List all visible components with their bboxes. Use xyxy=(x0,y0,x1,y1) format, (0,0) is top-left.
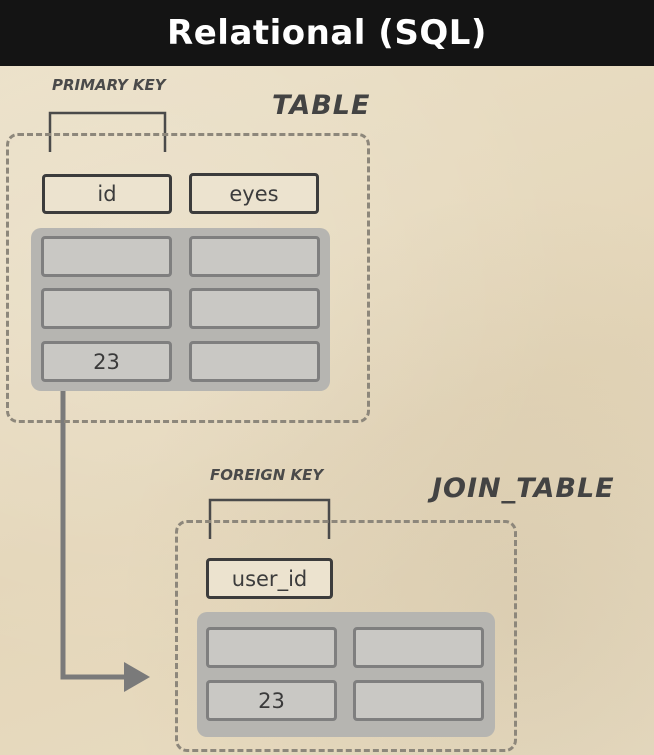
table-boundary xyxy=(6,133,370,423)
foreign-key-bracket xyxy=(208,498,331,539)
table-row-1-col-id xyxy=(41,236,172,277)
join-table-boundary xyxy=(175,520,517,752)
title-bar: Relational (SQL) xyxy=(0,0,654,66)
join-table-name-label: JOIN_TABLE xyxy=(432,473,615,504)
relation-arrowhead xyxy=(124,662,150,692)
relation-arrow-line xyxy=(60,384,128,680)
page-title: Relational (SQL) xyxy=(167,13,487,53)
table-row-1-col-eyes xyxy=(189,236,320,277)
foreign-key-label: FOREIGN KEY xyxy=(210,466,324,484)
join-row-1-col-user-id xyxy=(206,627,337,668)
column-header-id: id xyxy=(42,174,172,214)
table-row-2-col-eyes xyxy=(189,288,320,329)
join-row-1-col-2 xyxy=(353,627,484,668)
primary-key-label: PRIMARY KEY xyxy=(52,76,166,94)
column-header-user-id: user_id xyxy=(206,558,333,599)
join-row-2-col-user-id: 23 xyxy=(206,680,337,721)
primary-key-bracket xyxy=(48,111,167,152)
table-row-3-col-id: 23 xyxy=(41,341,172,382)
join-row-2-col-2 xyxy=(353,680,484,721)
column-header-eyes: eyes xyxy=(189,173,319,214)
table-name-label: TABLE xyxy=(272,90,371,121)
table-row-3-col-eyes xyxy=(189,341,320,382)
table-row-2-col-id xyxy=(41,288,172,329)
